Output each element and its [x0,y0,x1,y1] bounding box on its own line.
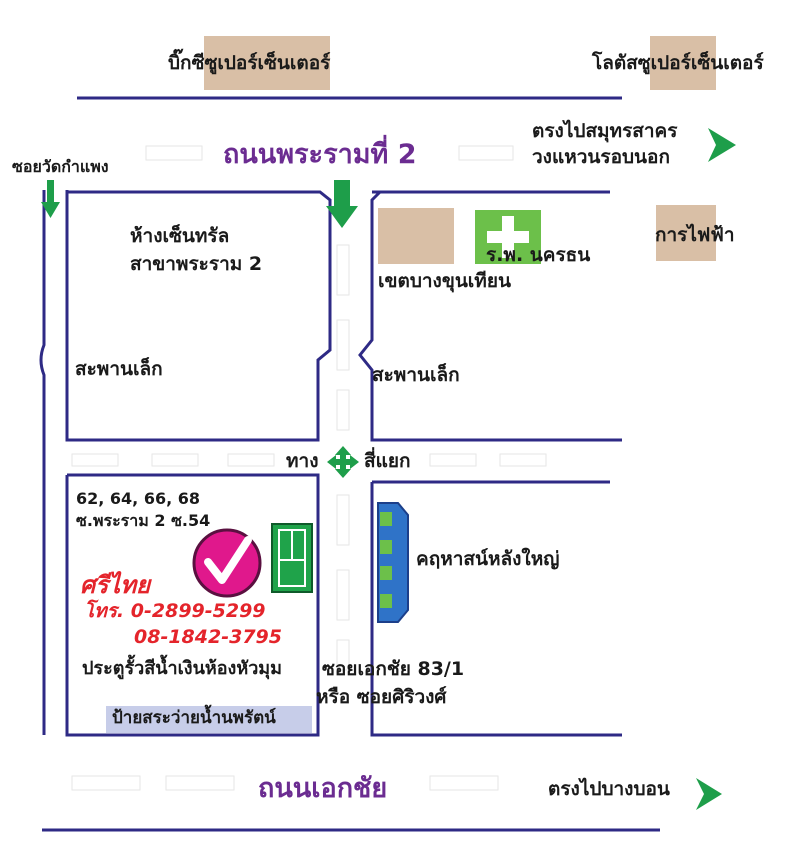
road-lines [39,96,660,832]
gate-note: ประตูรั้วสีน้ำเงินห้องหัวมุม [82,658,283,679]
lotus-label: โลตัสซูเปอร์เซ็นเตอร์ [592,52,764,74]
hospital-label-line1: ร.พ. นครธน [486,244,591,266]
lotus-tag [650,36,716,90]
block-shop [65,473,320,737]
shop-name: ศรีไทย [80,571,151,599]
bridge-left-label: สะพานเล็ก [75,358,163,380]
dash [71,775,141,791]
shop-phone2: 08-1842-3795 [134,626,282,648]
block-house-edge [370,482,622,737]
dash [336,569,350,621]
electricity-tag [656,205,716,261]
soi-ekkachai-line2: หรือ ซอยศิริวงศ์ [316,686,447,708]
shop-address-line1: 62, 64, 66, 68 [76,489,201,508]
dash [336,494,350,546]
down-arrow-icon [326,180,358,228]
central-label-line1: ห้างเซ็นทรัล [130,225,230,247]
dash [429,775,499,791]
soi-ekkachai-line1: ซอยเอกชัย 83/1 [322,658,465,680]
hospital-label-line2: เขตบางขุนเทียน [378,270,511,292]
block-central [65,190,332,442]
soi-arrow-icon [41,180,60,218]
dash [165,775,235,791]
dash [499,453,547,467]
dash [429,453,477,467]
central-label-line2: สาขาพระราม 2 [130,253,263,275]
dash [71,453,119,467]
direction-top-line1: ตรงไปสมุทรสาคร [532,120,678,142]
direction-top-line2: วงแหวนรอบนอก [532,146,670,168]
soi-wat-road [39,190,46,735]
right-arrow-icon [696,778,722,810]
electricity-label: การไฟฟ้า [655,224,735,246]
dash [336,639,350,671]
intersection-left-label: ทาง [286,450,319,472]
dash [151,453,199,467]
ekkachai-road-name: ถนนเอกชัย [258,773,388,804]
dash [458,145,514,161]
hospital-cross-icon [475,210,541,264]
shop-phone1: โทร. 0-2899-5299 [84,600,266,622]
dash [336,244,350,296]
big-house-label: คฤหาสน์หลังใหญ่ [416,548,560,570]
direction-bottom: ตรงไปบางบอน [548,778,670,800]
dash [145,145,203,161]
checkmark-icon [192,528,262,598]
intersection-right-label: สี่แยก [364,450,411,472]
intersection-arrow-icon [327,446,359,478]
pool-sign [106,706,312,733]
dash [336,389,350,431]
dash [336,319,350,371]
shop-building-icon [271,523,313,593]
dash [227,453,275,467]
bigc-label: บิ๊กซีซูเปอร์เซ็นเตอร์ [168,52,331,74]
rama2-road-name: ถนนพระรามที่ 2 [223,139,417,170]
pool-sign-label: ป้ายสระว่ายน้ำนพรัตน์ [112,708,276,728]
bigc-tag [204,36,330,90]
block-hospital-edge [358,190,622,442]
house-building-icon [377,502,409,623]
bridge-right-label: สะพานเล็ก [372,364,460,386]
soi-wat-label: ซอยวัดกำแพง [12,157,109,176]
shop-address-line2: ซ.พระราม 2 ซ.54 [76,511,211,530]
arrows [41,128,736,810]
road-dashes [71,145,547,791]
right-arrow-icon [708,128,736,162]
hospital-building [378,208,454,264]
